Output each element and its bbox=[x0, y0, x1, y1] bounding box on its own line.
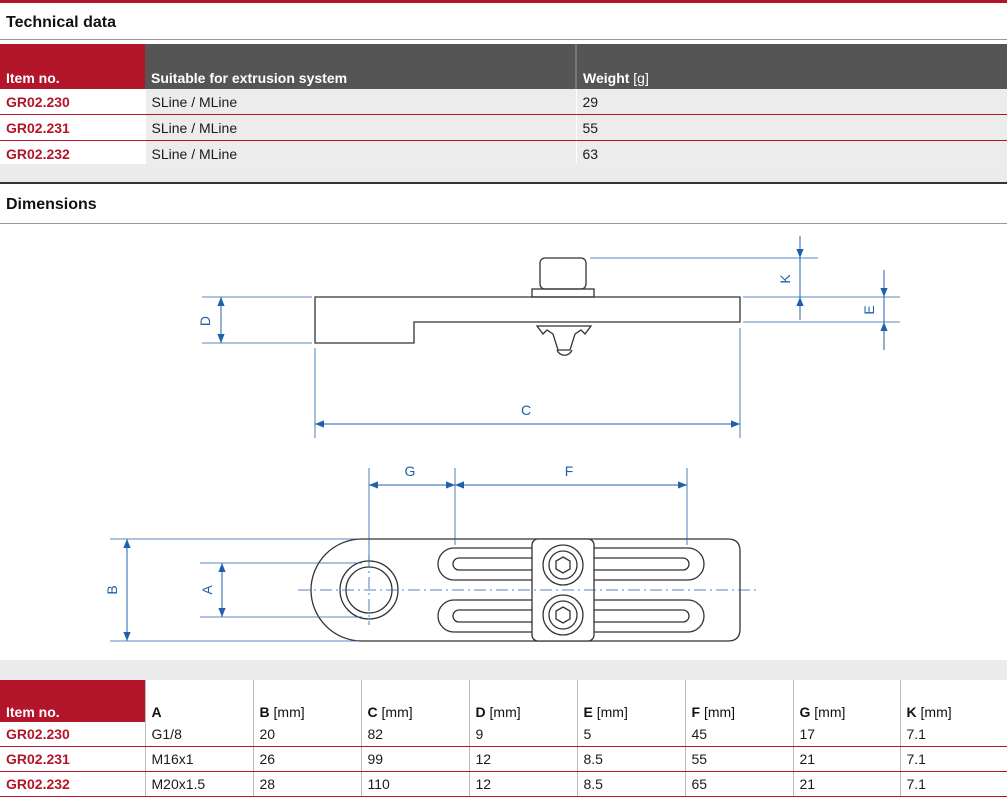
dimensions-title: Dimensions bbox=[6, 196, 97, 213]
side-view-extension-lines bbox=[202, 257, 900, 438]
header-d: D [mm] bbox=[468, 680, 577, 722]
weight-value: 55 bbox=[575, 114, 1007, 141]
label-a: A bbox=[199, 585, 215, 595]
cell-b: 28 bbox=[252, 771, 361, 797]
cell-d: 9 bbox=[468, 722, 577, 747]
top-view-screw-lower-head bbox=[548, 600, 578, 630]
cell-k: 7.1 bbox=[899, 722, 1007, 747]
extrusion-system-value: SLine / MLine bbox=[144, 89, 576, 115]
side-view-screw-head bbox=[539, 257, 587, 290]
dimensions-title-rule bbox=[0, 223, 1007, 224]
item-number: GR02.231 bbox=[0, 114, 145, 141]
side-view-body bbox=[314, 296, 741, 344]
top-accent-rule bbox=[0, 0, 1007, 3]
header-weight-label: Weight bbox=[583, 70, 630, 86]
label-d: D bbox=[197, 316, 213, 326]
label-k: K bbox=[777, 274, 793, 284]
cell-k: 7.1 bbox=[899, 771, 1007, 797]
technical-data-header-row: Item no. Suitable for extrusion system W… bbox=[0, 44, 1007, 89]
technical-data-title-rule bbox=[0, 39, 1007, 40]
table-row: GR02.230 G1/8 20 82 9 5 45 17 7.1 bbox=[0, 722, 1007, 747]
table-row: GR02.232 SLine / MLine 63 bbox=[0, 140, 1007, 167]
header-weight: Weight [g] bbox=[575, 44, 1007, 89]
dimension-table-top-band bbox=[0, 660, 1007, 680]
item-number: GR02.230 bbox=[0, 722, 145, 747]
header-item-no: Item no. bbox=[0, 680, 145, 722]
top-view-center-lines bbox=[298, 555, 760, 625]
table-spacer-band bbox=[0, 164, 1007, 182]
item-number: GR02.232 bbox=[0, 140, 145, 167]
technical-data-table: Item no. Suitable for extrusion system W… bbox=[0, 44, 1007, 167]
extrusion-system-value: SLine / MLine bbox=[144, 114, 576, 141]
cell-b: 26 bbox=[252, 746, 361, 772]
label-e: E bbox=[861, 305, 877, 314]
header-item-no: Item no. bbox=[0, 44, 145, 89]
cell-g: 21 bbox=[792, 746, 900, 772]
header-c: C [mm] bbox=[360, 680, 469, 722]
cell-a: G1/8 bbox=[144, 722, 253, 747]
label-g: G bbox=[405, 463, 416, 479]
table-row: GR02.231 SLine / MLine 55 bbox=[0, 114, 1007, 141]
top-view-screw-upper-head bbox=[548, 550, 578, 580]
cell-g: 17 bbox=[792, 722, 900, 747]
top-view-screw-lower-hex bbox=[555, 606, 571, 624]
cell-g: 21 bbox=[792, 771, 900, 797]
cell-d: 12 bbox=[468, 771, 577, 797]
cell-k: 7.1 bbox=[899, 746, 1007, 772]
top-view-body bbox=[310, 538, 741, 642]
cell-d: 12 bbox=[468, 746, 577, 772]
side-view-t-nut-tip bbox=[556, 349, 573, 356]
technical-data-title: Technical data bbox=[6, 14, 116, 31]
header-e: E [mm] bbox=[576, 680, 685, 722]
label-f: F bbox=[565, 463, 574, 479]
header-k: K [mm] bbox=[899, 680, 1007, 722]
section-divider bbox=[0, 182, 1007, 184]
cell-c: 110 bbox=[360, 771, 469, 797]
cell-c: 99 bbox=[360, 746, 469, 772]
cell-e: 8.5 bbox=[576, 746, 685, 772]
cell-c: 82 bbox=[360, 722, 469, 747]
header-extrusion-system: Suitable for extrusion system bbox=[145, 44, 576, 89]
item-number: GR02.231 bbox=[0, 746, 145, 772]
extrusion-system-value: SLine / MLine bbox=[144, 140, 576, 167]
top-view-extension-lines bbox=[110, 468, 688, 642]
dimension-table: Item no. A B [mm] C [mm] D [mm] E [mm] F… bbox=[0, 680, 1007, 797]
weight-value: 29 bbox=[575, 89, 1007, 115]
cell-e: 5 bbox=[576, 722, 685, 747]
header-g: G [mm] bbox=[792, 680, 900, 722]
cell-f: 55 bbox=[684, 746, 793, 772]
table-row: GR02.230 SLine / MLine 29 bbox=[0, 89, 1007, 115]
cell-f: 65 bbox=[684, 771, 793, 797]
cell-e: 8.5 bbox=[576, 771, 685, 797]
side-view bbox=[314, 257, 741, 356]
cell-a: M16x1 bbox=[144, 746, 253, 772]
weight-value: 63 bbox=[575, 140, 1007, 167]
dimension-header-row: Item no. A B [mm] C [mm] D [mm] E [mm] F… bbox=[0, 680, 1007, 722]
label-c: C bbox=[521, 402, 531, 418]
top-view-screw-upper bbox=[542, 544, 584, 586]
table-row: GR02.231 M16x1 26 99 12 8.5 55 21 7.1 bbox=[0, 746, 1007, 772]
label-b: B bbox=[104, 585, 120, 594]
top-view-screw-lower bbox=[542, 594, 584, 636]
header-b: B [mm] bbox=[252, 680, 361, 722]
side-view-t-nut bbox=[535, 325, 593, 351]
header-weight-unit: [g] bbox=[633, 70, 649, 86]
cell-b: 20 bbox=[252, 722, 361, 747]
item-number: GR02.232 bbox=[0, 771, 145, 797]
side-view-washer bbox=[531, 288, 595, 298]
item-number: GR02.230 bbox=[0, 89, 145, 115]
cell-a: M20x1.5 bbox=[144, 771, 253, 797]
top-view-screw-upper-hex bbox=[555, 556, 571, 574]
table-row: GR02.232 M20x1.5 28 110 12 8.5 65 21 7.1 bbox=[0, 771, 1007, 797]
dimension-drawing: D C K E G bbox=[104, 236, 900, 642]
cell-f: 45 bbox=[684, 722, 793, 747]
header-a: A bbox=[144, 680, 253, 722]
header-f: F [mm] bbox=[684, 680, 793, 722]
